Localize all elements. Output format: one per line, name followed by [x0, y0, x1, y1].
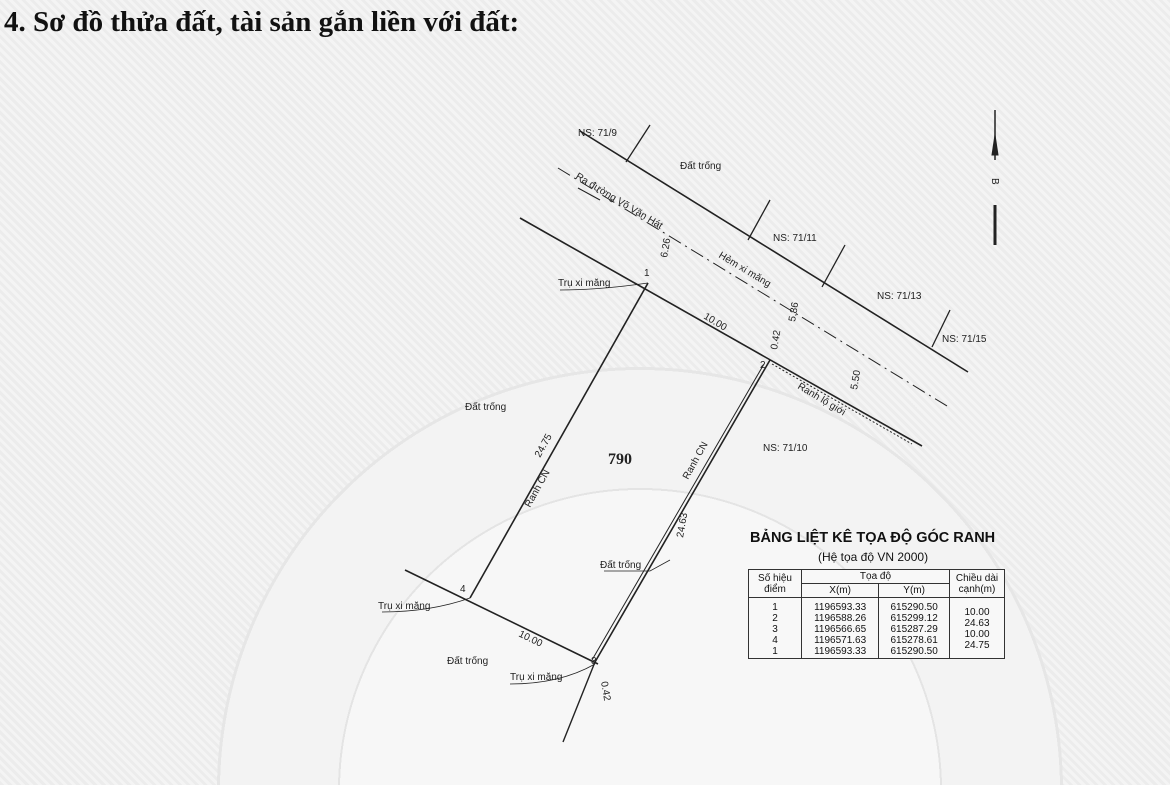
header-y: Y(m) [878, 583, 950, 598]
dim-road-width-top: 6.26 [659, 237, 673, 259]
road-centerline [557, 167, 948, 407]
dim-road-width-mid: 5.86 [787, 301, 801, 323]
length-cell: 10.00 [964, 629, 990, 640]
label-ranh-cn-left: Ranh CN [523, 468, 553, 509]
dim-edge-1-2: 10.00 [701, 311, 728, 334]
neighbor-tick [821, 244, 846, 288]
dim-road-width-right: 5.50 [849, 369, 863, 391]
label-dat-trong-mid: Đất trống [600, 559, 641, 571]
parcel-edge-4-3 [404, 569, 599, 665]
x-cell: 1196593.33 [814, 646, 867, 657]
dim-setback-bottom: 0.42 [598, 681, 612, 703]
x-cell: 1196593.33 [814, 602, 867, 613]
y-cell: 615278.61 [890, 635, 938, 646]
length-cell: 24.63 [964, 618, 990, 629]
label-dat-trong: Đất trống [680, 160, 721, 172]
leader-line [509, 663, 596, 685]
length-cell: 24.75 [964, 640, 990, 651]
header-x: X(m) [800, 583, 880, 598]
neighbor-tick [625, 124, 651, 163]
coord-table-subtitle: (Hệ tọa độ VN 2000) [818, 550, 929, 564]
header-length: Chiều dài cạnh(m) [949, 569, 1005, 598]
label-ns-71-11: NS: 71/11 [773, 233, 817, 244]
point-cell: 2 [772, 613, 778, 624]
header-point: Số hiệu điểm [748, 569, 802, 598]
extension-below-3 [562, 661, 596, 743]
leader-line [381, 597, 471, 613]
label-ranh-cn-right: Ranh CN [681, 440, 711, 481]
label-road-direction: Ra đường Võ Văn Hát [573, 171, 664, 232]
label-ns-71-13: NS: 71/13 [877, 291, 922, 302]
dim-setback-top: 0.42 [769, 329, 783, 351]
neighbor-tick [931, 309, 951, 348]
point-1: 1 [644, 268, 650, 279]
col-lengths: 10.00 24.63 10.00 24.75 [949, 597, 1005, 659]
label-tru-xi-mang-3: Trụ xi măng [510, 672, 562, 683]
parcel-edge-2-3 [594, 359, 771, 663]
neighbor-tick [747, 199, 771, 241]
label-tru-xi-mang-1: Trụ xi măng [558, 278, 610, 289]
parcel-edge-2-3-inner [591, 363, 765, 661]
x-cell: 1196571.63 [814, 635, 867, 646]
parcel-number: 790 [608, 451, 632, 468]
road-edge-top [579, 130, 969, 373]
x-cell: 1196566.65 [814, 624, 867, 635]
label-dat-trong-bottom: Đất trống [447, 655, 488, 667]
label-ns-71-15: NS: 71/15 [942, 334, 987, 345]
road-boundary-dotted [771, 363, 913, 445]
label-ns-71-10: NS: 71/10 [763, 443, 808, 454]
dim-edge-2-3: 24.63 [675, 512, 690, 539]
length-cell: 10.00 [964, 607, 990, 618]
y-cell: 615290.50 [890, 602, 938, 613]
point-cell: 1 [772, 646, 778, 657]
label-ns-71-9: NS: 71/9 [578, 128, 617, 139]
y-cell: 615287.29 [890, 624, 938, 635]
north-arrow-icon [991, 110, 999, 245]
parcel-edge-1-4 [469, 282, 649, 599]
col-points: 1 2 3 4 1 [748, 597, 802, 659]
y-cell: 615299.12 [890, 613, 938, 624]
label-dat-trong-left: Đất trống [465, 401, 506, 413]
header-coords: Tọa độ [801, 569, 950, 584]
col-y: 615290.50 615299.12 615287.29 615278.61 … [878, 597, 950, 659]
leader-line [559, 282, 649, 291]
x-cell: 1196588.26 [814, 613, 867, 624]
north-label: B [989, 178, 1000, 185]
section-heading: 4. Sơ đồ thửa đất, tài sản gắn liền với … [4, 6, 520, 38]
point-3: 3 [591, 656, 597, 667]
leader-line [604, 559, 671, 572]
y-cell: 615290.50 [890, 646, 938, 657]
point-2: 2 [760, 360, 766, 371]
point-cell: 3 [772, 624, 778, 635]
col-x: 1196593.33 1196588.26 1196566.65 1196571… [800, 597, 880, 659]
point-cell: 1 [772, 602, 778, 613]
dim-edge-4-1: 24.75 [533, 432, 555, 460]
direction-arrow [577, 187, 601, 201]
coord-table-title: BẢNG LIỆT KÊ TỌA ĐỘ GÓC RANH [750, 530, 996, 546]
road-edge-bottom [519, 217, 923, 447]
point-4: 4 [460, 584, 466, 595]
coord-table: Số hiệu điểm Tọa độ Chiều dài cạnh(m) X(… [748, 569, 1005, 659]
label-tru-xi-mang-4: Trụ xi măng [378, 601, 430, 612]
point-cell: 4 [772, 635, 778, 646]
